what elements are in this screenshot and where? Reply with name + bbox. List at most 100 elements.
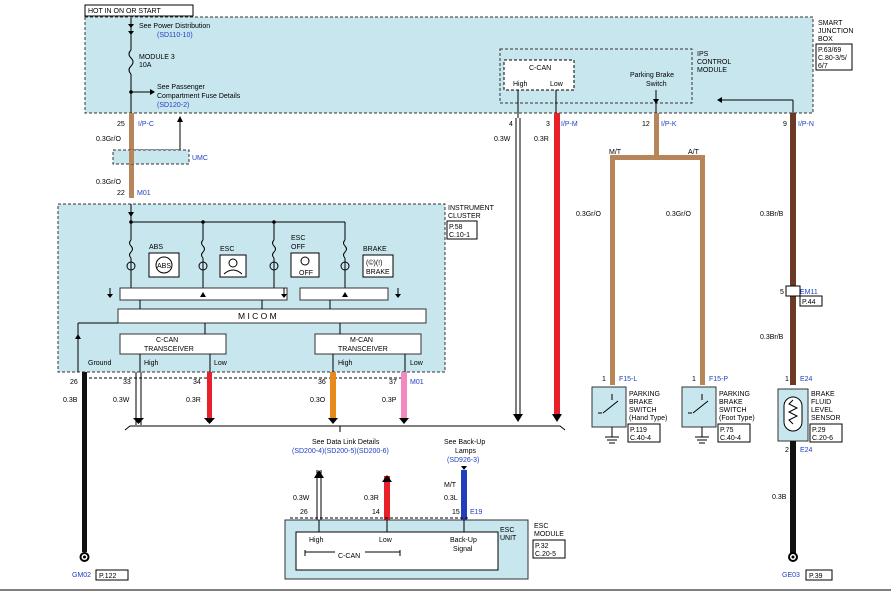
cluster-title-2: CLUSTER	[448, 213, 481, 220]
ips-title-2: CONTROL	[697, 59, 731, 66]
f15p-ref-1: P.75	[720, 427, 734, 434]
mcan-transceiver	[314, 333, 422, 355]
mcan-tr-1: M-CAN	[350, 337, 373, 344]
esc-pin-14: 14	[372, 509, 380, 516]
ccan-transceiver	[119, 333, 227, 355]
f15l-name[interactable]: F15-L	[619, 376, 637, 383]
wire-orange-36	[330, 372, 336, 418]
wire-label-r-3: 0.3R	[364, 495, 379, 502]
ge03-label[interactable]: GE03	[782, 572, 800, 579]
ccan-high: High	[144, 360, 159, 367]
pin-9: 9	[783, 121, 787, 128]
ips-ccan-box	[503, 59, 575, 91]
sjb-ref-2: C.80-3/5/	[818, 55, 847, 62]
conn-ipk[interactable]: I/P-K	[661, 121, 677, 128]
umc-box	[112, 149, 190, 165]
esc-unit-1: ESC	[500, 527, 514, 534]
esc-pin-26: 26	[300, 509, 308, 516]
fuse-amp: 10A	[139, 62, 152, 69]
em11-name[interactable]: EM11	[800, 289, 818, 296]
svg-text:OFF: OFF	[299, 270, 313, 277]
svg-text:BRAKE: BRAKE	[366, 269, 390, 276]
pin-26-c: 26	[70, 379, 78, 386]
ips-pbs-1: Parking Brake	[630, 72, 674, 79]
mcan-low: Low	[410, 360, 424, 367]
passenger-ref[interactable]: (SD120-2)	[157, 102, 189, 109]
power-dist-ref[interactable]: (SD110-10)	[157, 32, 193, 39]
sjb-title-3: BOX	[818, 36, 833, 43]
wire-label-gro-2: 0.3Gr/O	[96, 179, 121, 186]
e24-name[interactable]: E24	[800, 376, 813, 383]
esc-label: ESC	[220, 246, 234, 253]
pin-12: 12	[642, 121, 650, 128]
escoff-label-1: ESC	[291, 235, 305, 242]
ccan-low: Low	[214, 360, 228, 367]
backup-mt: M/T	[444, 482, 457, 489]
e24-pin2: 2	[785, 447, 789, 454]
hot-label: HOT IN ON OR START	[88, 8, 161, 15]
esc-unit-2: UNIT	[500, 535, 517, 542]
conn-m01-bot[interactable]: M01	[410, 379, 424, 386]
conn-ipc[interactable]: I/P-C	[138, 121, 154, 128]
conn-m01-top[interactable]: M01	[137, 190, 151, 197]
f15p-title-2: BRAKE	[719, 399, 743, 406]
ips-pbs-2: Switch	[646, 81, 667, 88]
wire-pink-37	[401, 372, 407, 418]
gm02-label[interactable]: GM02	[72, 572, 91, 579]
ccan-tr-2: TRANSCEIVER	[144, 346, 194, 353]
wire-label-w-1: 0.3W	[113, 397, 130, 404]
sjb-ref-box	[815, 43, 853, 71]
wire-tan-split	[610, 155, 705, 160]
backup-ref[interactable]: (SD926-3)	[447, 457, 479, 464]
at-label: A/T	[688, 149, 700, 156]
pin-25: 25	[117, 121, 125, 128]
f15p-ref-2: C.40-4	[720, 435, 741, 442]
wire-label-gro-1: 0.3Gr/O	[96, 136, 121, 143]
gm02-ref: P.122	[99, 573, 116, 580]
pin-33: 33	[123, 379, 131, 386]
cluster-title-1: INSTRUMENT	[448, 205, 495, 212]
e24-pin1: 1	[785, 376, 789, 383]
f15l-title-1: PARKING	[629, 391, 660, 398]
f15l-title-2: BRAKE	[629, 399, 653, 406]
conn-ipn[interactable]: I/P-N	[798, 121, 814, 128]
svg-text:ABS: ABS	[157, 263, 171, 270]
cluster-ref-box	[446, 220, 478, 240]
wire-black-ground	[82, 372, 87, 552]
esc-title-1: ESC	[534, 523, 548, 530]
pin-22: 22	[117, 190, 125, 197]
fuse-name: MODULE 3	[139, 54, 175, 61]
wire-label-b-2: 0.3B	[772, 494, 787, 501]
brake-warning-icon	[362, 254, 394, 278]
mcan-tr-2: TRANSCEIVER	[338, 346, 388, 353]
wire-label-o: 0.3O	[310, 397, 326, 404]
f15l-title-4: (Hand Type)	[629, 415, 667, 422]
see-passenger: See Passenger	[157, 84, 206, 91]
wire-red-esc	[384, 476, 390, 520]
data-link-refs[interactable]: (SD200-4)(SD200-5)(SD200-6)	[292, 448, 389, 455]
pin-34: 34	[193, 379, 201, 386]
brake-label: BRAKE	[363, 246, 387, 253]
pin-37: 37	[389, 379, 397, 386]
backup-see-1: See Back-Up	[444, 439, 485, 446]
wire-label-l: 0.3L	[444, 495, 458, 502]
conn-ipm[interactable]: I/P-M	[561, 121, 578, 128]
wire-red-34	[207, 372, 212, 422]
ge03-ref: P.39	[809, 573, 823, 580]
umc-label[interactable]: UMC	[192, 155, 208, 162]
esc-e19[interactable]: E19	[470, 509, 483, 516]
e24-name2[interactable]: E24	[800, 447, 813, 454]
ips-low: Low	[550, 81, 564, 88]
esc-title-2: MODULE	[534, 531, 564, 538]
f15p-name[interactable]: F15-P	[709, 376, 728, 383]
e24-title-2: FLUID	[811, 399, 831, 406]
f15p-pin: 1	[692, 376, 696, 383]
wire-tan-mt	[610, 155, 615, 385]
e24-title-3: LEVEL	[811, 407, 833, 414]
f15l-title-3: SWITCH	[629, 407, 657, 414]
wire-red-ipm	[554, 113, 560, 416]
sjb-ref-3: 6/7	[818, 63, 828, 70]
ips-ccan: C-CAN	[529, 65, 551, 72]
abs-label: ABS	[149, 244, 163, 251]
wire-label-r-1: 0.3R	[186, 397, 201, 404]
